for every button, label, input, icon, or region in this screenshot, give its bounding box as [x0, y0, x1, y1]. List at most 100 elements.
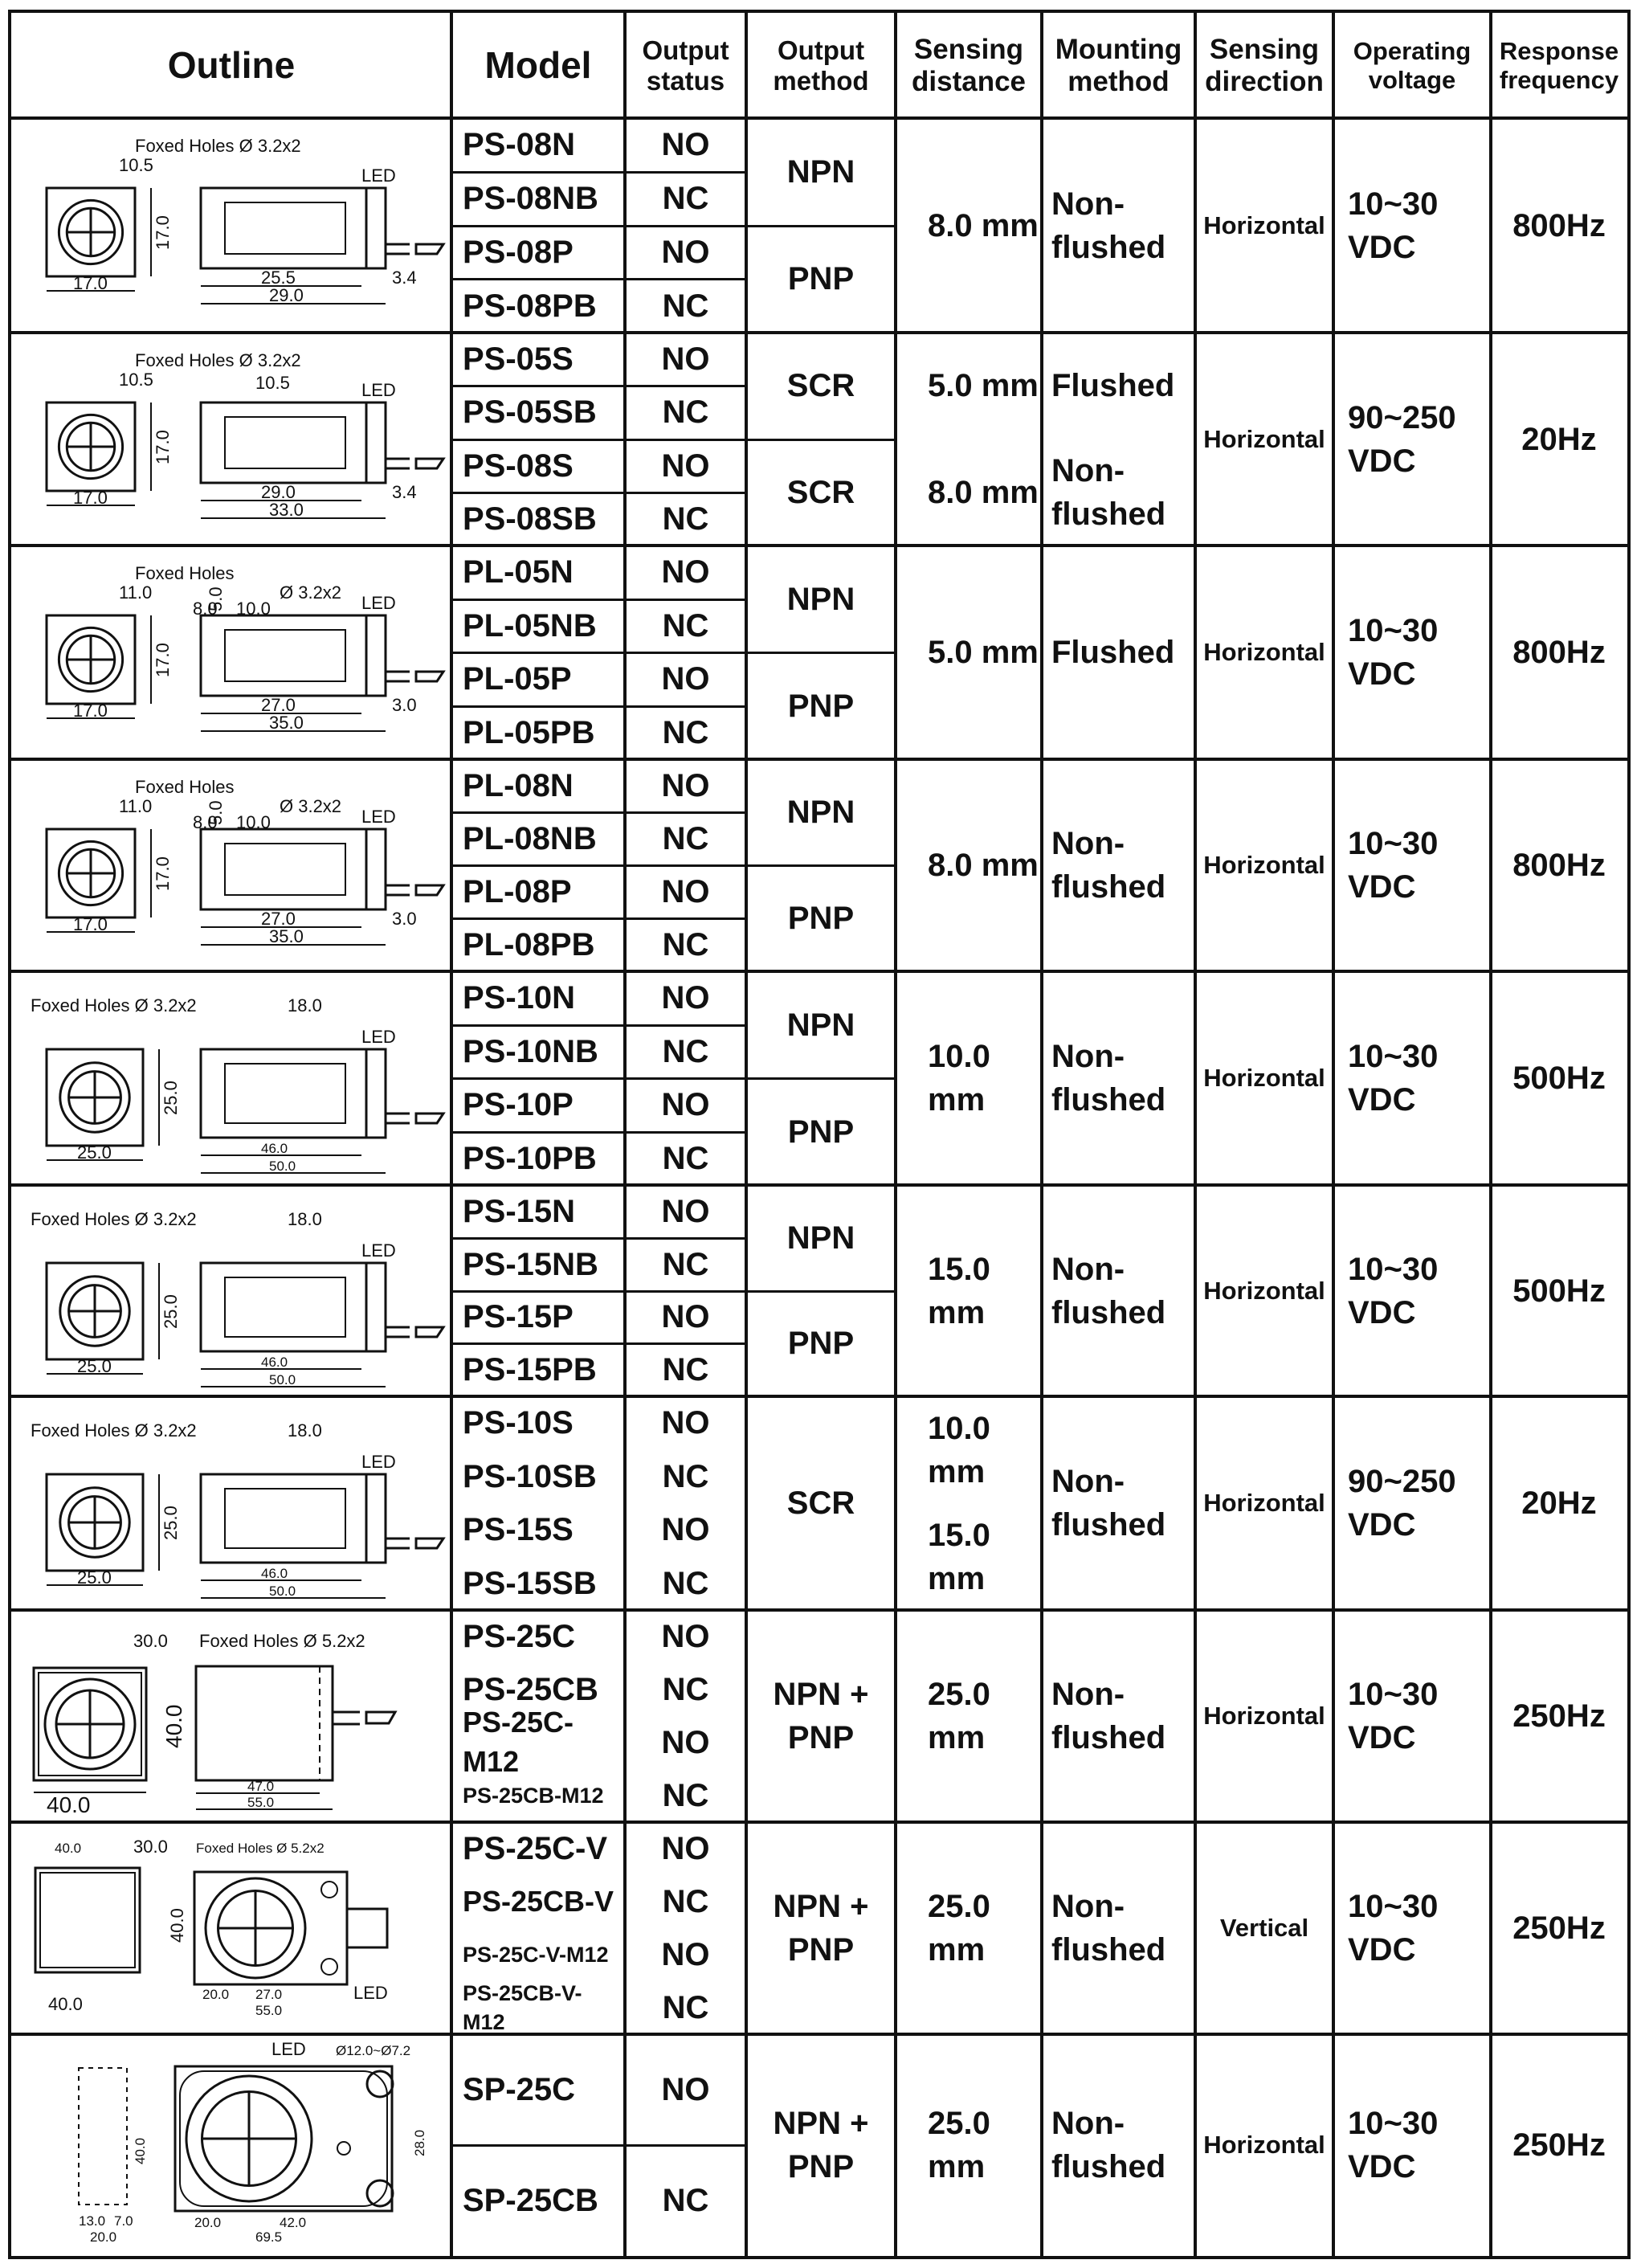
outline-width-label: 17.0	[73, 488, 108, 508]
model-name: PS-25CB-M12	[463, 1783, 604, 1808]
outline-led-label: LED	[361, 593, 396, 613]
outline-height-label: 40.0	[133, 2138, 148, 2164]
output-status: NC	[662, 501, 709, 537]
model-name: PS-15N	[463, 1193, 576, 1229]
output-method: PNP	[787, 261, 855, 297]
header-sensing-distance: Sensing distance	[912, 33, 1026, 97]
outline-holes-label: Foxed Holes Ø 3.2x2	[31, 1209, 197, 1229]
output-status: NO	[661, 1299, 710, 1335]
column-divider	[1040, 13, 1043, 2256]
response-frequency: 500Hz	[1512, 1273, 1606, 1309]
model-name: PS-10NB	[463, 1033, 598, 1069]
outline-width-label: 25.0	[77, 1142, 112, 1163]
outline-pitch-label: 30.0	[133, 1631, 168, 1651]
output-status: NO	[661, 1831, 710, 1866]
model-name: PS-25CB	[463, 1672, 598, 1707]
mounting-method: Flushed	[1051, 368, 1175, 404]
column-divider	[1194, 13, 1197, 2256]
model-name: PS-08PB	[463, 288, 597, 324]
column-divider	[745, 13, 748, 2256]
output-status: NC	[662, 1565, 709, 1601]
outline-dim-d1: 46.0	[261, 1141, 288, 1156]
outline-dim-d2: 29.0	[269, 285, 304, 305]
outline-height-label: 25.0	[161, 1081, 181, 1115]
output-status: NC	[662, 1352, 709, 1388]
outline-holes-label: Foxed Holes Ø 3.2x2	[31, 995, 197, 1015]
sub-row-divider	[451, 811, 746, 814]
outline-width-label: 25.0	[77, 1567, 112, 1588]
response-frequency: 250Hz	[1512, 1910, 1606, 1946]
outline-holes-label: Foxed Holes Ø 3.2x2	[135, 136, 301, 156]
outline-led-label: LED	[361, 380, 396, 400]
row-divider	[11, 1608, 1627, 1612]
output-method: NPN	[786, 1220, 855, 1256]
model-name: PL-05N	[463, 554, 574, 590]
output-method: PNP	[787, 1326, 855, 1362]
mounting-method: Non- flushed	[1051, 826, 1166, 905]
sub-row-divider	[451, 170, 746, 174]
output-method: SCR	[786, 1485, 855, 1521]
output-status: NO	[661, 341, 710, 378]
sensing-distance: 8.0 mm	[928, 474, 1039, 510]
operating-voltage: 10~30 VDC	[1348, 2106, 1439, 2184]
output-method: NPN	[786, 795, 855, 830]
output-status: NO	[661, 234, 710, 270]
sub-row-divider	[451, 652, 746, 654]
mounting-method: Non- flushed	[1051, 186, 1166, 265]
outline-width-label: 17.0	[73, 914, 108, 934]
sub-row-divider	[451, 224, 746, 227]
sensing-distance: 5.0 mm	[928, 368, 1039, 404]
header-outline: Outline	[167, 43, 296, 86]
outline-dim-d3: 3.0	[392, 695, 417, 715]
header-response-frequency: Response frequency	[1499, 37, 1619, 94]
output-status: NO	[661, 1725, 710, 1760]
header-operating-voltage: Operating voltage	[1353, 37, 1472, 94]
output-status: NO	[661, 768, 710, 803]
sub-row-divider	[451, 438, 746, 441]
model-name: PL-05NB	[463, 607, 597, 644]
outline-holes-label: Foxed Holes Ø 5.2x2	[196, 1841, 325, 1856]
operating-voltage: 10~30 VDC	[1348, 613, 1439, 692]
model-name: PS-05S	[463, 341, 574, 378]
model-name: PL-08NB	[463, 821, 597, 856]
outline-height-label: 25.0	[161, 1294, 181, 1329]
mounting-method: Non- flushed	[1051, 1889, 1166, 1968]
header-output-status: Output status	[642, 35, 729, 96]
sub-row-divider	[451, 491, 746, 494]
sub-row-divider	[451, 1342, 746, 1346]
column-divider	[894, 13, 897, 2256]
outline-height-label: 17.0	[153, 643, 173, 677]
outline-top-width-label: 40.0	[55, 1841, 81, 1856]
output-status: NC	[662, 1672, 709, 1707]
header-sensing-direction: Sensing direction	[1205, 33, 1324, 97]
outline-dim-d2: 33.0	[269, 500, 304, 520]
model-name: PS-10P	[463, 1087, 574, 1123]
outline-led-label: LED	[361, 1452, 396, 1472]
model-name: PL-08N	[463, 768, 574, 803]
sub-row-divider	[451, 864, 746, 867]
outline-dim-c: 20.0	[90, 2229, 116, 2245]
output-status: NC	[662, 1884, 709, 1919]
outline-height-label: 40.0	[161, 1705, 186, 1749]
sensing-direction: Horizontal	[1203, 1702, 1325, 1731]
output-status: NO	[661, 1512, 710, 1548]
sensing-direction: Horizontal	[1203, 851, 1325, 880]
outline-dim-d1: 27.0	[261, 909, 296, 929]
outline-dim-b: 10.0	[236, 599, 271, 619]
response-frequency: 20Hz	[1521, 421, 1597, 457]
model-name: PS-25CB-V	[463, 1884, 614, 1918]
output-status: NC	[662, 1990, 709, 2025]
output-status: NC	[662, 394, 709, 431]
model-name: PS-15NB	[463, 1246, 598, 1282]
outline-dim-d3: 3.4	[392, 268, 417, 288]
model-name: PS-08P	[463, 234, 574, 270]
outline-dim-e: 42.0	[280, 2215, 306, 2230]
outline-dim-d3: 3.0	[392, 909, 417, 929]
outline-led-label: LED	[271, 2039, 306, 2059]
operating-voltage: 10~30 VDC	[1348, 1677, 1439, 1755]
mounting-method: Non- flushed	[1051, 452, 1166, 532]
